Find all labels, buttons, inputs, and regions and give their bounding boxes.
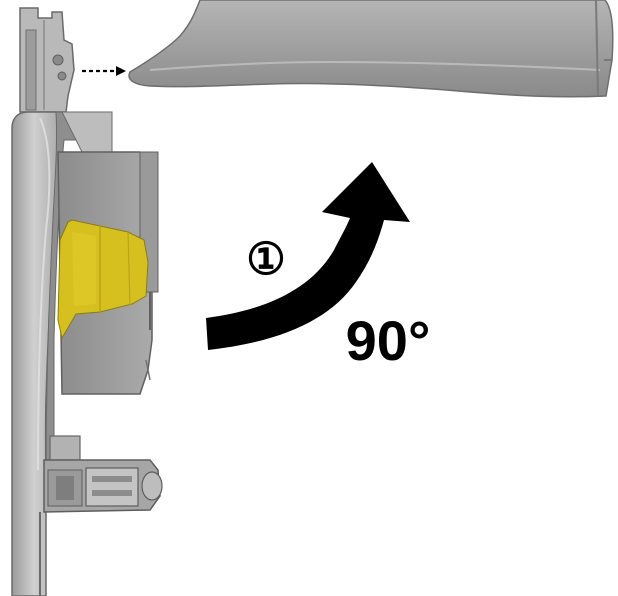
insertion-arrow <box>82 66 126 76</box>
terminal-clamp <box>39 435 163 596</box>
housing-body <box>11 7 113 596</box>
rotation-angle-label: 90° <box>346 309 431 372</box>
yellow-insert <box>57 219 149 340</box>
cover-part <box>128 0 614 98</box>
rotation-arrow <box>206 162 410 350</box>
step-marker: ① <box>246 235 285 284</box>
